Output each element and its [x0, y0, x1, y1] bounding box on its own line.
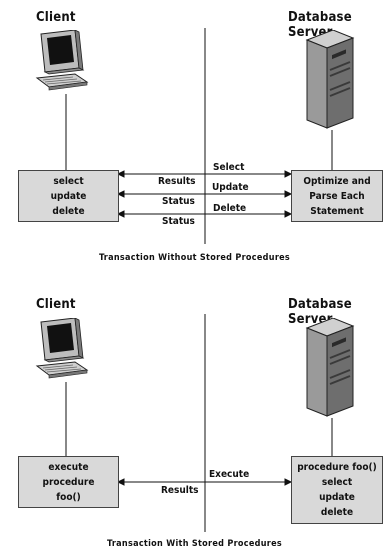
box-line: select	[53, 175, 84, 187]
arrow-label-status: Status	[162, 216, 195, 227]
box-line: Parse Each	[309, 190, 365, 202]
diagram-caption: Transaction Without Stored Procedures	[98, 253, 291, 263]
server-optimize-box: Optimize and Parse Each Statement	[291, 170, 383, 222]
arrow-label-delete: Delete	[213, 203, 247, 214]
server-procedure-box: procedure foo() select update delete	[291, 456, 383, 524]
box-line: execute	[48, 461, 89, 473]
box-line: Optimize and	[303, 175, 371, 187]
box-line: select	[321, 477, 353, 488]
arrow-label-select: Select	[213, 162, 245, 173]
client-execute-box: execute procedure foo()	[18, 456, 119, 508]
arrow-label-results: Results	[161, 485, 199, 496]
client-computer-icon	[35, 30, 89, 91]
box-line: delete	[320, 507, 354, 518]
database-server-icon	[305, 318, 355, 417]
box-line: procedure foo()	[297, 462, 377, 473]
client-statements-box: select update delete	[18, 170, 119, 222]
arrow-label-results: Results	[158, 176, 196, 187]
box-line: update	[50, 190, 87, 202]
box-line: update	[319, 492, 355, 503]
arrow-label-update: Update	[212, 182, 249, 193]
client-heading: Client	[36, 297, 76, 312]
diagram-caption: Transaction With Stored Procedures	[106, 539, 282, 549]
box-line: procedure	[42, 476, 95, 488]
database-server-icon	[305, 30, 355, 129]
arrow-label-status: Status	[162, 196, 195, 207]
client-computer-icon	[35, 318, 89, 379]
box-line: foo()	[56, 491, 81, 503]
client-heading: Client	[36, 10, 76, 25]
arrow-label-execute: Execute	[209, 469, 250, 480]
box-line: delete	[52, 205, 85, 217]
box-line: Statement	[310, 205, 364, 217]
